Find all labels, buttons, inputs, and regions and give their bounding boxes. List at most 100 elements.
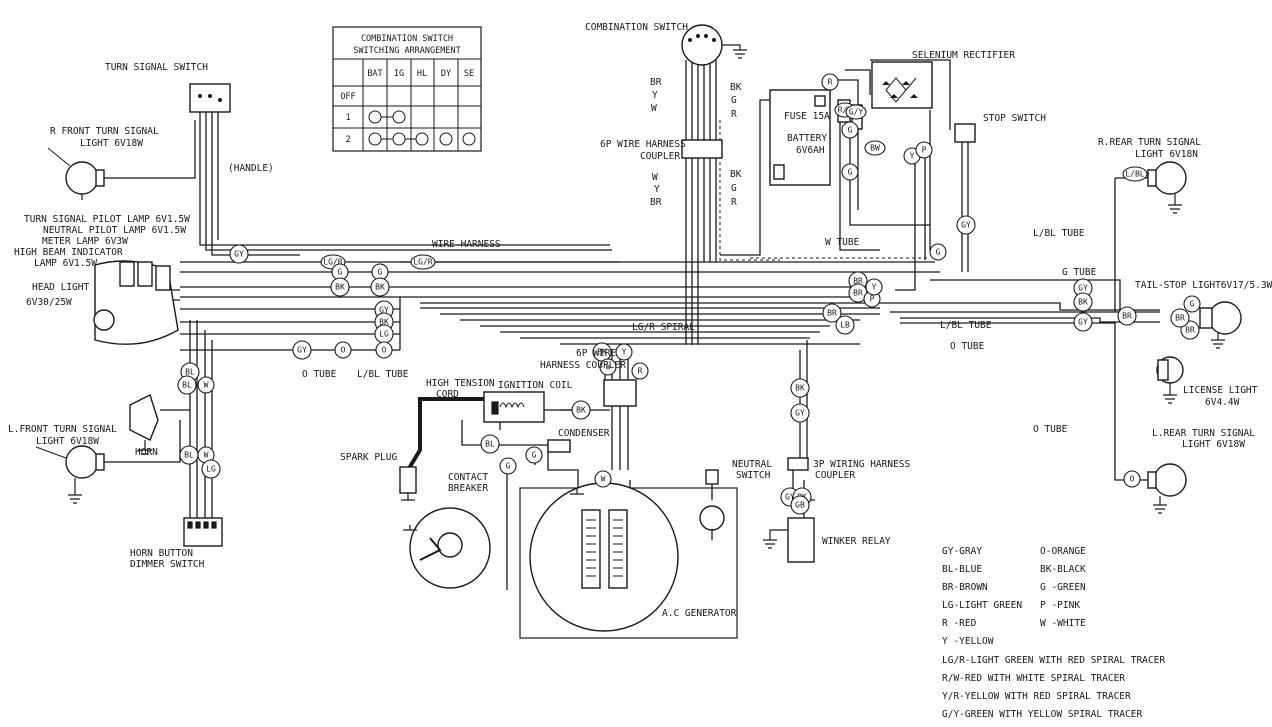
legend-long-item: Y/R-YELLOW WITH RED SPIRAL TRACER: [942, 691, 1131, 702]
wire-tag-label: LG: [206, 465, 216, 474]
label-selenium-rectifier: SELENIUM RECTIFIER: [912, 50, 1015, 61]
label-switch: SWITCH: [736, 470, 771, 481]
label-neutral-pilot: NEUTRAL PILOT LAMP 6V1.5W: [43, 225, 186, 236]
six-p-lower-coupler: [603, 379, 637, 407]
wire-tag-label: G: [532, 451, 537, 460]
wire-tag: G: [525, 446, 543, 464]
wire-tag-label: GY: [795, 409, 805, 418]
headlight: [93, 260, 179, 345]
wire-tag-label: O: [1130, 475, 1135, 484]
label-dimmer-switch: DIMMER SWITCH: [130, 559, 205, 570]
label-o-tube-left: O TUBE: [302, 369, 337, 380]
wire-tag-label: G: [506, 462, 511, 471]
license-light: [1156, 356, 1184, 404]
wire-tag-label: BR: [1175, 314, 1185, 323]
wire-tag-label: R: [638, 367, 643, 376]
wire-tag: LG/R: [410, 254, 436, 270]
wire-tag: BR: [1170, 308, 1190, 328]
wire-tag-label: GY: [379, 306, 389, 315]
wire-tag-label: BR: [1185, 326, 1195, 335]
label-o-tube-right: O TUBE: [950, 341, 985, 352]
wire-tag: GY: [1073, 278, 1093, 298]
winker-relay: [787, 517, 815, 563]
label-g-tube: G TUBE: [1062, 267, 1097, 278]
wire-tag-label: BR: [827, 309, 837, 318]
label-turn-signal-pilot: TURN SIGNAL PILOT LAMP 6V1.5W: [24, 214, 190, 225]
legend-long-item: LG/R-LIGHT GREEN WITH RED SPIRAL TRACER: [942, 655, 1165, 666]
label-lbl-tube-right: L/BL TUBE: [940, 320, 992, 331]
table-col: SE: [464, 69, 474, 79]
wire-code: W: [652, 172, 658, 183]
legend-item: R -RED: [942, 618, 977, 629]
l-rear-turn-signal-lamp: [1147, 463, 1187, 514]
wire-tag: LB: [835, 315, 855, 335]
label-battery: BATTERY: [787, 133, 827, 144]
wire-tag: Y: [615, 343, 633, 361]
wire-tag: L/BL: [1122, 166, 1148, 182]
table-row: 2: [345, 135, 350, 145]
wire-tag: W: [594, 470, 612, 488]
legend-item: BL-BLUE: [942, 564, 982, 575]
legend-long-item: R/W-RED WITH WHITE SPIRAL TRACER: [942, 673, 1125, 684]
wire-tag-label: BK: [375, 283, 385, 292]
wire-tag-label: W: [204, 451, 209, 460]
label-condenser: CONDENSER: [558, 428, 610, 439]
selenium-rectifier: [871, 61, 933, 109]
wire-tag: O: [334, 341, 352, 359]
label-r-rear-turn-signal-spec: LIGHT 6V18N: [1135, 149, 1198, 160]
wire-tag: G: [1183, 295, 1201, 313]
wire-tag: R: [821, 73, 839, 91]
wire-tag-label: BL: [184, 451, 194, 460]
label-r-front-turn-signal: R FRONT TURN SIGNAL: [50, 126, 159, 137]
wire-tag: BL: [179, 445, 199, 465]
wire-tag-label: BR: [1122, 312, 1132, 321]
label-coupler: COUPLER: [640, 151, 680, 162]
table-col: IG: [394, 69, 404, 79]
wire-tag-label: GY: [1078, 318, 1088, 327]
label-fuse: FUSE 15A: [784, 111, 830, 122]
wire-tag: GY: [790, 403, 810, 423]
label-tail-stop-light: TAIL-STOP LIGHT6V17/5.3W: [1135, 280, 1272, 291]
label-six-p-wire-harness: 6P WIRE HARNESS: [600, 139, 686, 150]
label-l-rear-turn-signal-spec: LIGHT 6V18W: [1182, 439, 1245, 450]
wire-tag-label: BK: [1078, 298, 1088, 307]
wire-tag: GY: [229, 244, 249, 264]
wire-tag: BK: [370, 277, 390, 297]
combination-switch: [681, 24, 747, 159]
wire-tag-label: W: [601, 475, 606, 484]
wire-tag: BK: [571, 400, 591, 420]
wire-tag-label: O: [341, 346, 346, 355]
wire-tag-label: O: [382, 346, 387, 355]
label-cord: CORD: [436, 389, 459, 400]
wire-code: W: [651, 103, 657, 114]
label-combination-switch: COMBINATION SWITCH: [585, 22, 688, 33]
wire-code: G: [731, 95, 737, 106]
wire-tag: GY: [1073, 312, 1093, 332]
legend-item: Y -YELLOW: [942, 636, 994, 647]
wire-tag-label: LG: [379, 330, 389, 339]
wire-tag: O: [375, 341, 393, 359]
wire-tag: GB: [790, 495, 810, 515]
ignition-coil: [483, 391, 545, 423]
label-coupler-3p: COUPLER: [815, 470, 855, 481]
label-battery-spec: 6V6AH: [796, 145, 825, 156]
wire-tag-label: P: [870, 295, 875, 304]
label-r-front-turn-signal-spec: LIGHT 6V18W: [80, 138, 143, 149]
label-l-rear-turn-signal: L.REAR TURN SIGNAL: [1152, 428, 1255, 439]
tail-stop-light: [1199, 301, 1242, 349]
label-wire-harness: WIRE HARNESS: [432, 239, 501, 250]
wire-tag: GY: [292, 340, 312, 360]
wire-tag: LG: [201, 459, 221, 479]
legend-item: GY-GRAY: [942, 546, 982, 557]
r-rear-turn-signal-lamp: [1147, 161, 1187, 214]
label-stop-switch: STOP SWITCH: [983, 113, 1046, 124]
wire-tag: BL: [480, 434, 500, 454]
wire-tag: Y: [865, 278, 883, 296]
neutral-switch: [699, 469, 725, 531]
legend-item: P -PINK: [1040, 600, 1080, 611]
legend-item: G -GREEN: [1040, 582, 1086, 593]
wire-code: G: [731, 183, 737, 194]
wire-code: R: [731, 109, 737, 120]
